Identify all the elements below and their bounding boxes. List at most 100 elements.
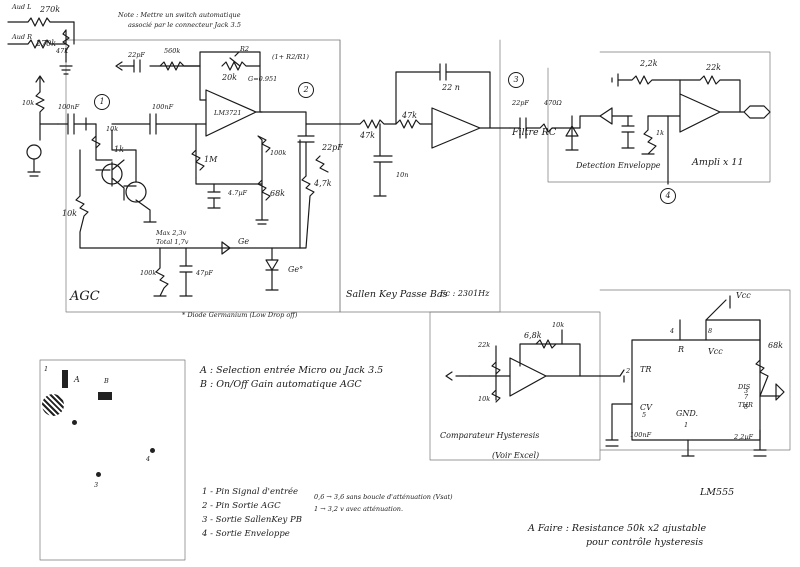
label-r-270k-a: 270k [40,5,61,14]
label-555-pin-2: 2 [626,367,631,375]
label-555-pin-3: 3 [744,387,749,395]
section-lm555: LM555 [700,487,735,498]
section-sallen-key: Sallen Key Passe Bas [346,289,448,300]
section-frames [39,39,791,561]
label-555-dis: DIS [738,383,751,391]
test-point-3: 3 [508,72,524,88]
label-r-47k-in: 47k [56,47,69,55]
label-diode-ge: Ge [238,237,250,246]
pin-list-2: 2 - Pin Sortie AGC [202,501,281,511]
board-dot-4 [150,448,155,453]
label-opamp1: LM3721 [214,109,242,117]
test-point-4: 4 [660,188,676,204]
label-r-68k: 68k [270,189,286,198]
label-r-1m: 1M [204,155,218,164]
label-555-tr: TR [640,365,652,374]
label-r-10k-bias: 10k [106,125,119,133]
label-r-10k-c2: 10k [478,395,491,403]
label-r-6-8k: 6,8k [524,331,542,340]
label-555-pin-5: 5 [642,411,647,419]
label-r-470: 470Ω [544,99,562,107]
pin-list-4: 4 - Sortie Enveloppe [202,529,290,539]
label-r-4-7k: 4,7k [314,179,332,188]
board-label-b: B [104,377,109,385]
section-filtre-rc: Filtre RC [512,127,557,138]
label-c-4-7uf: 4.7µF [228,189,248,197]
pin-list-3: 3 - Sortie SallenKey PB [202,515,303,525]
label-total: Total 1,7v [156,238,189,246]
board-pad-p4: 4 [146,455,151,463]
label-555-pin-8: 8 [708,327,713,335]
label-r-2-2k: 2,2k [640,59,658,68]
section-fc: Fc : 2301Hz [440,289,490,298]
board-switch-b [98,392,112,400]
test-point-2: 2 [298,82,314,98]
todo-line-1: A Faire : Resistance 50k x2 ajustable [528,523,707,534]
label-c-100nf-in: 100nF [58,103,80,111]
note-line-1: Note : Mettre un switch automatique [118,11,241,19]
label-r-10k-mic: 10k [22,99,35,107]
label-555-pin-7: 7 [744,393,749,401]
label-c-22pf-top: 22pF [128,51,145,59]
label-r-10k-c: 10k [552,321,565,329]
label-555-pin-4: 4 [670,327,675,335]
board-label-a: A [74,375,80,384]
attenuation-line-1: 0,6 → 3,6 sans boucle d'atténuation (Vsa… [314,493,453,501]
section-comparateur: Comparateur Hysteresis [440,431,540,440]
label-555-pin-1: 1 [684,421,689,429]
pin-list-1: 1 - Pin Signal d'entrée [202,487,299,497]
label-aud-r: Aud R [12,33,33,41]
label-c-100nf-2: 100nF [152,103,174,111]
label-c-22pf-rc: 22pF [512,99,529,107]
label-aud-l: Aud L [12,3,32,11]
label-r-1k-env: 1k [656,129,665,137]
label-r-47k-1: 47k [360,131,376,140]
label-r-10k-left: 10k [62,209,78,218]
label-555-vcc: Vcc [708,347,723,356]
legend-b: B : On/Off Gain automatique AGC [200,379,362,390]
board-dot-2 [72,420,77,425]
label-555-r: R [678,345,685,354]
label-r-47k-2: 47k [402,111,418,120]
section-voir-excel: (Voir Excel) [492,451,540,460]
label-555-thr: THR [738,401,753,409]
section-agc: AGC [70,289,100,304]
label-gain: G=0.951 [248,75,278,83]
label-c-100nf-555: 100nF [630,431,652,439]
label-r-22k-c: 22k [478,341,491,349]
todo-line-2: pour contrôle hysteresis [586,537,704,548]
section-detection: Detection Enveloppe [576,161,661,170]
section-diode-note: * Diode Germanium (Low Drop off) [182,311,298,319]
label-c-22n: 22 n [442,83,460,92]
attenuation-line-2: 1 → 3,2 v avec atténuation. [314,505,404,513]
label-r-20k: 20k [222,73,238,82]
label-c-22pf-b: 22pF [322,143,343,152]
board-switch-a [62,370,68,388]
label-ratio: (1+ R2/R1) [272,53,309,61]
label-r-100k: 100k [270,149,287,157]
label-c-47pf: 47pF [196,269,213,277]
board-jack [42,394,64,416]
board-dot-3 [96,472,101,477]
note-line-2: associé par le connecteur Jack 3.5 [128,21,241,29]
label-555-cv: CV [640,403,652,412]
label-max: Max 2,3v [156,229,187,237]
label-r-1k: 1k [114,145,124,154]
legend-a: A : Selection entrée Micro ou Jack 3.5 [200,365,384,376]
board-pad-p1: 1 [44,365,49,373]
label-r2: R2 [240,45,250,53]
label-r-100k-b: 100k [140,269,157,277]
section-ampli: Ampli x 11 [692,157,744,168]
label-r-68k-555: 68k [768,341,784,350]
label-c-10n: 10n [396,171,409,179]
label-555-pin-6: 6 [744,403,749,411]
label-r-270k-b: 270k [36,39,57,48]
board-pad-p3: 3 [94,481,99,489]
test-point-1: 1 [94,94,110,110]
label-555-gnd: GND. [676,409,699,418]
label-r-560k: 560k [164,47,181,55]
label-diode-ge2: Ge° [288,265,304,274]
label-c-2-2uf: 2,2µF [734,433,754,441]
label-r-22k: 22k [706,63,722,72]
